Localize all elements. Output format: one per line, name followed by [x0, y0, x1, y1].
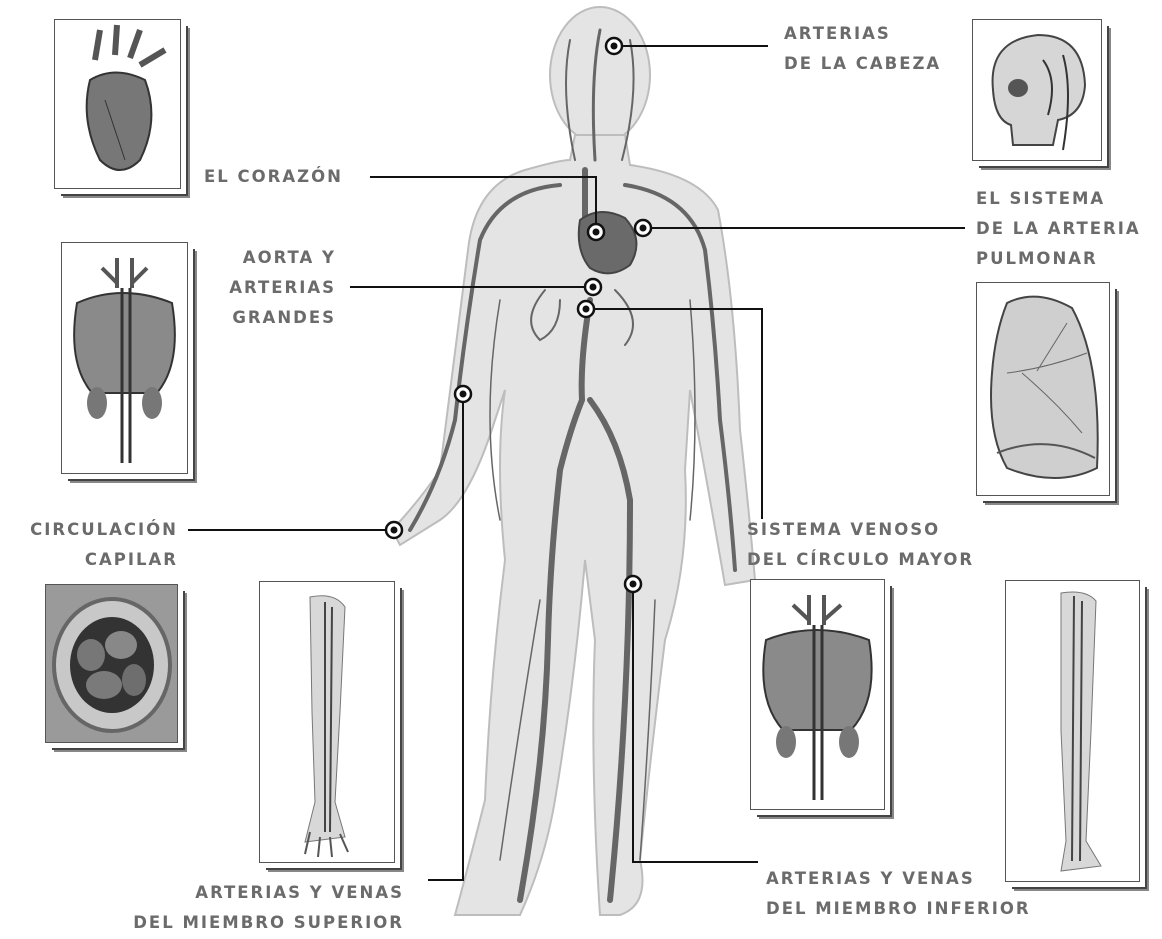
thumbnail-heart — [54, 19, 181, 189]
leg-vessels-illustration — [1006, 581, 1139, 881]
torso-aorta-illustration — [62, 243, 187, 473]
thumbnail-capillary — [45, 584, 178, 743]
label-sistema-venoso: SISTEMA VENOSO DEL CÍRCULO MAYOR — [747, 515, 974, 575]
label-arterias-cabeza: ARTERIAS DE LA CABEZA — [784, 19, 941, 79]
heart-illustration — [55, 20, 180, 188]
label-miembro-superior: ARTERIAS Y VENAS DEL MIEMBRO SUPERIOR — [133, 878, 404, 938]
torso-venous-illustration — [751, 580, 884, 809]
thumbnail-torso-left — [61, 242, 188, 474]
thumbnail-torso-right — [750, 579, 885, 810]
capillary-cross-section-photo — [46, 585, 177, 742]
thumbnail-arm — [259, 581, 395, 863]
label-el-corazon: EL CORAZÓN — [204, 162, 343, 192]
label-aorta-arterias: AORTA Y ARTERIAS GRANDES — [229, 243, 336, 333]
heart-shape — [579, 212, 637, 273]
thumbnail-leg — [1005, 580, 1140, 882]
label-arteria-pulmonar: EL SISTEMA DE LA ARTERIA PULMONAR — [976, 184, 1141, 274]
thumbnail-skull — [972, 19, 1102, 161]
thumbnail-lung — [976, 282, 1110, 496]
body-silhouette — [392, 7, 755, 915]
label-circulacion-capilar: CIRCULACIÓN CAPILAR — [30, 515, 178, 575]
lung-illustration — [977, 283, 1109, 495]
label-miembro-inferior: ARTERIAS Y VENAS DEL MIEMBRO INFERIOR — [766, 864, 1031, 924]
skull-head-arteries-illustration — [973, 20, 1101, 160]
arm-vessels-illustration — [260, 582, 394, 862]
